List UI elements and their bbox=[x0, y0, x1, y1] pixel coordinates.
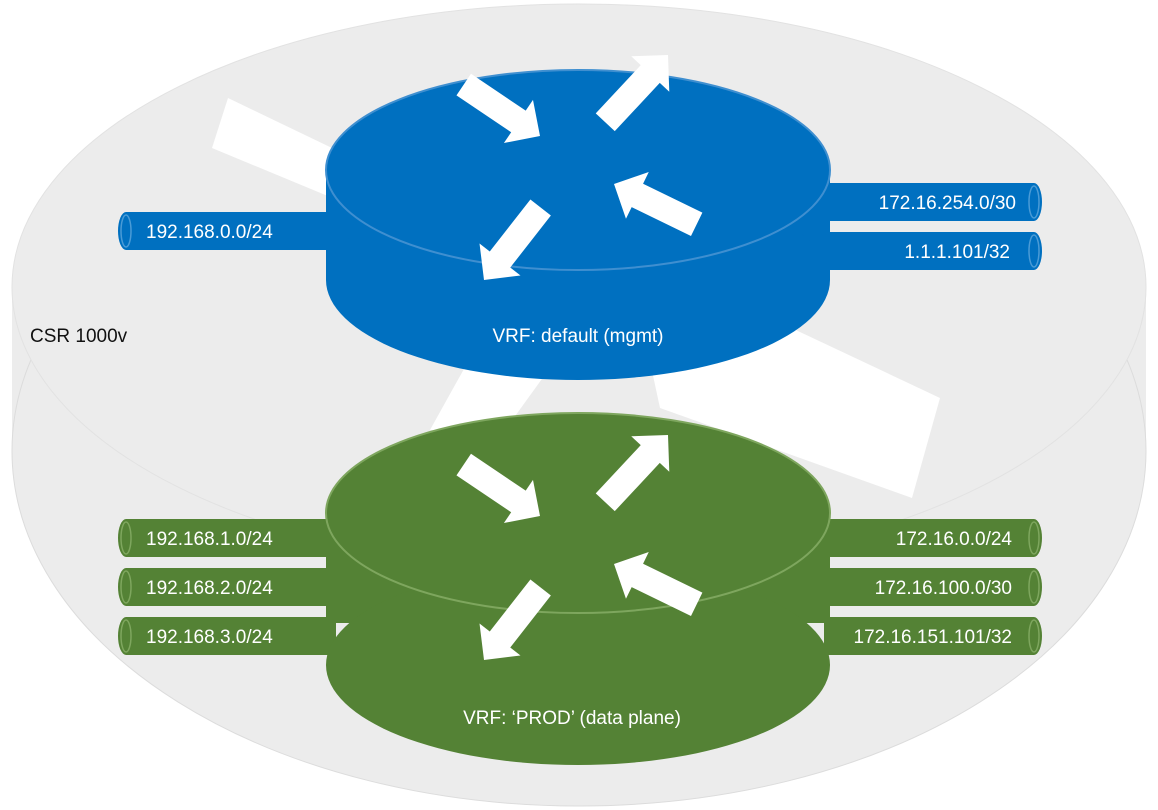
network-label: 172.16.100.0/30 bbox=[875, 578, 1012, 599]
network-pipe bbox=[824, 568, 1042, 606]
router-default: VRF: default (mgmt) 192.168.0.0/24 172.1… bbox=[118, 37, 1042, 380]
network-label: 192.168.0.0/24 bbox=[146, 222, 273, 243]
network-pipe bbox=[118, 568, 336, 606]
network-pipe bbox=[824, 183, 1042, 221]
network-label: 192.168.1.0/24 bbox=[146, 529, 273, 550]
router-label: VRF: ‘PROD’ (data plane) bbox=[463, 708, 681, 729]
network-pipe bbox=[824, 519, 1042, 557]
network-label: 192.168.2.0/24 bbox=[146, 578, 273, 599]
network-pipe bbox=[824, 617, 1042, 655]
device-label: CSR 1000v bbox=[30, 326, 128, 347]
network-pipe bbox=[118, 212, 336, 250]
network-label: 172.16.151.101/32 bbox=[854, 627, 1013, 648]
router-prod: VRF: ‘PROD’ (data plane) 192.168.1.0/24 … bbox=[118, 412, 1042, 765]
network-label: 1.1.1.101/32 bbox=[904, 242, 1010, 263]
network-pipe bbox=[118, 617, 336, 655]
network-pipe bbox=[824, 232, 1042, 270]
network-label: 172.16.0.0/24 bbox=[896, 529, 1013, 550]
network-pipe bbox=[118, 519, 336, 557]
network-label: 172.16.254.0/30 bbox=[879, 193, 1016, 214]
network-label: 192.168.3.0/24 bbox=[146, 627, 273, 648]
router-label: VRF: default (mgmt) bbox=[492, 326, 663, 347]
